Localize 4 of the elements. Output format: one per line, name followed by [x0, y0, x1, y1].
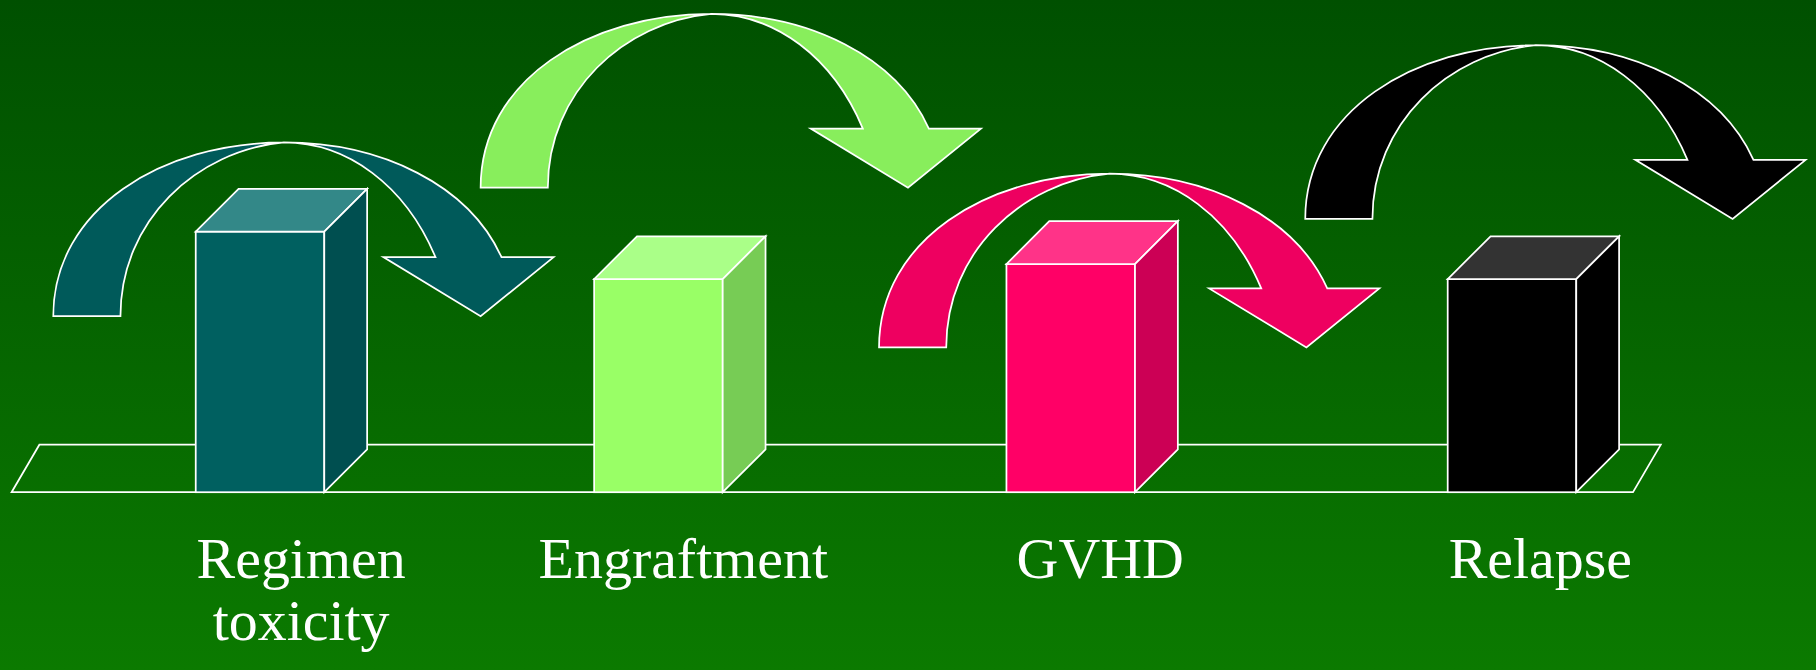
bar-label: GVHD — [1015, 526, 1185, 590]
bar-label: Regimen toxicity — [195, 526, 407, 653]
bar-label: Engraftment — [537, 526, 830, 590]
bar-label: Relapse — [1447, 526, 1633, 590]
